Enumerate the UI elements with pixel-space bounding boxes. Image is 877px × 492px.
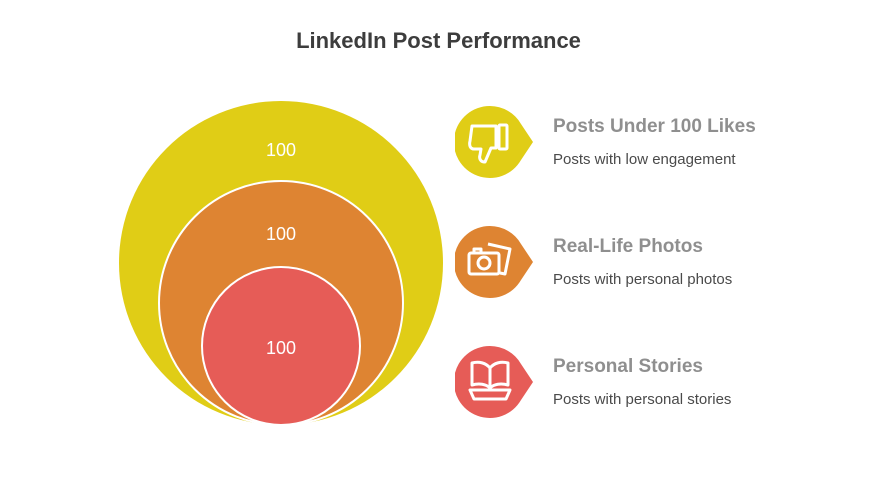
middle-circle-value: 100 — [266, 224, 296, 244]
inner-circle-value: 100 — [266, 338, 296, 358]
page-title: LinkedIn Post Performance — [296, 28, 581, 53]
legend-description: Posts with low engagement — [553, 151, 736, 168]
thumbs-down-icon — [468, 123, 509, 164]
badge-red — [455, 346, 533, 418]
legend-title: Personal Stories — [553, 356, 703, 377]
badge-orange — [455, 226, 533, 298]
legend-item-real-life-photos: Real-Life Photos Posts with personal pho… — [455, 226, 855, 306]
camera-photos-icon — [467, 242, 512, 276]
legend-item-under-100-likes: Posts Under 100 Likes Posts with low eng… — [455, 106, 855, 186]
legend-title: Posts Under 100 Likes — [553, 116, 756, 137]
badge-yellow — [455, 106, 533, 178]
legend-description: Posts with personal stories — [553, 391, 732, 408]
legend-item-personal-stories: Personal Stories Posts with personal sto… — [455, 346, 855, 426]
open-book-icon — [468, 360, 512, 401]
legend-title: Real-Life Photos — [553, 236, 703, 257]
outer-circle-value: 100 — [266, 140, 296, 160]
legend-description: Posts with personal photos — [553, 271, 733, 288]
inner-circle — [201, 266, 361, 426]
